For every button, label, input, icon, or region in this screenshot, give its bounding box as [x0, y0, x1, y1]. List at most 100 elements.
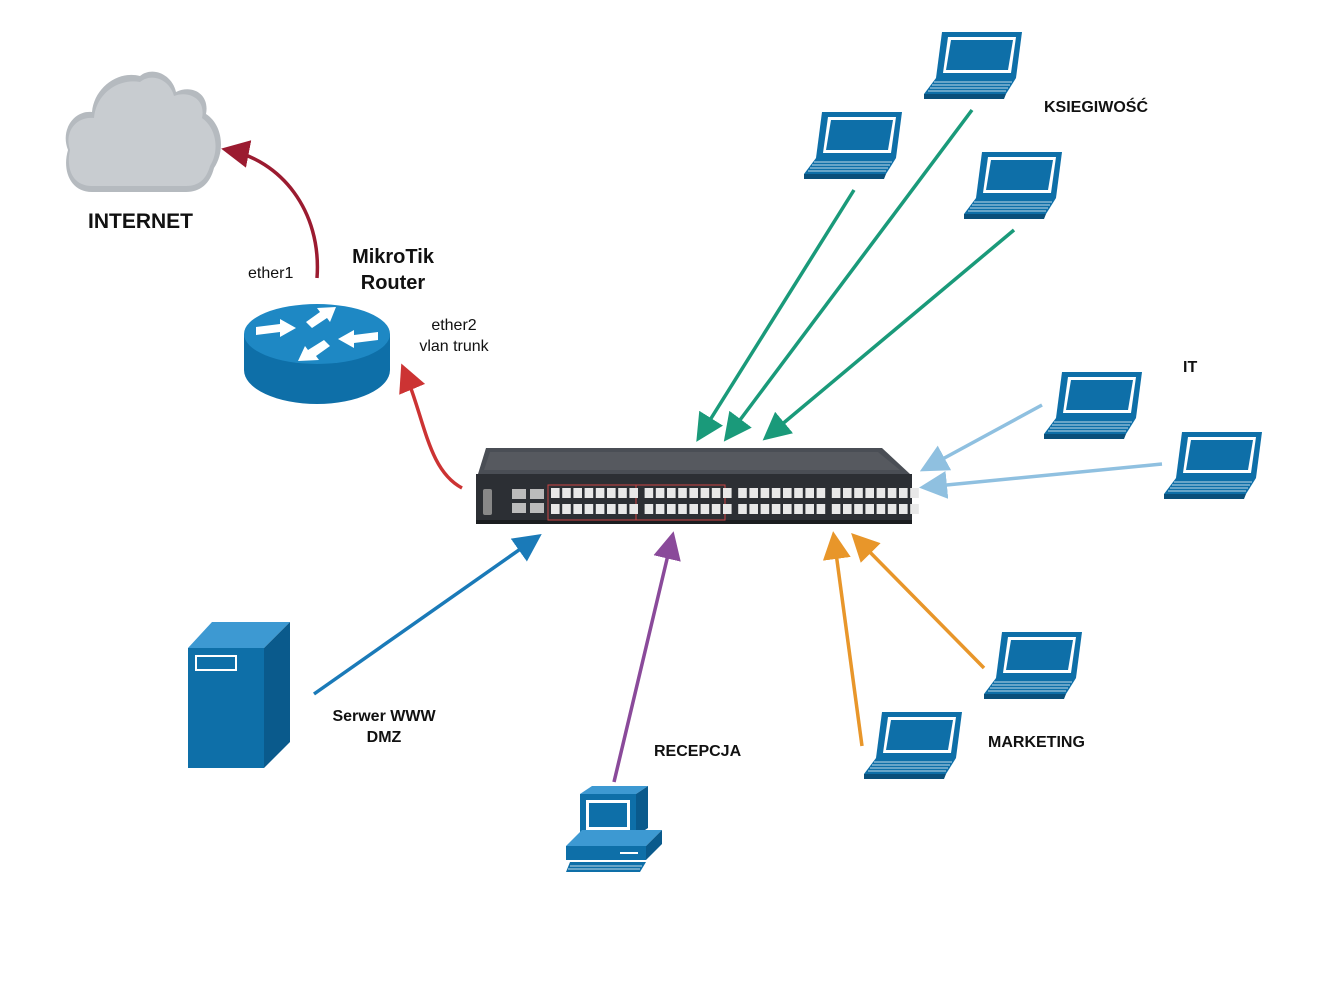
switch-port — [562, 488, 571, 498]
ksiegowosc-link-arrow — [696, 189, 856, 442]
switch-port — [667, 488, 676, 498]
switch-port — [607, 488, 616, 498]
switch-port — [843, 488, 852, 498]
switch-port — [723, 504, 732, 514]
internet-link-arrow — [221, 140, 320, 279]
switch-icon — [476, 448, 919, 524]
switch-port — [843, 504, 852, 514]
switch-port — [678, 488, 687, 498]
switch-port — [584, 504, 594, 514]
switch-port — [771, 488, 781, 498]
switch-port — [562, 504, 571, 514]
router-title-line2: Router — [360, 272, 426, 294]
switch-port — [760, 504, 770, 514]
server-label-line1: Serwer WWW — [332, 708, 436, 725]
laptop-icon — [804, 111, 903, 180]
it-label: IT — [1183, 359, 1198, 376]
switch-port — [831, 488, 841, 498]
switch-port — [700, 488, 710, 498]
laptop-icon — [864, 711, 963, 780]
recepcja-link-arrow — [612, 531, 681, 783]
switch-port — [655, 504, 665, 514]
cloud-icon — [65, 71, 221, 192]
switch-port — [876, 504, 886, 514]
switch-port — [816, 504, 826, 514]
server-label: Serwer WWW DMZ — [322, 707, 446, 749]
switch-port — [738, 488, 747, 498]
switch-port — [595, 504, 605, 514]
switch-port — [551, 504, 560, 514]
switch-port — [723, 488, 732, 498]
switch-port — [887, 488, 897, 498]
switch-port — [831, 504, 841, 514]
ksiegowosc-link-arrow — [762, 228, 1016, 441]
desktop-pc-icon — [566, 786, 662, 872]
switch-port — [816, 488, 826, 498]
switch-port — [584, 488, 594, 498]
switch-port — [700, 504, 710, 514]
router-icon — [244, 304, 390, 404]
switch-port — [783, 488, 792, 498]
ether1-label: ether1 — [248, 265, 294, 282]
router-title: MikroTik Router — [340, 244, 446, 296]
switch-port — [805, 488, 814, 498]
marketing-label: MARKETING — [988, 734, 1085, 751]
switch-port — [865, 504, 874, 514]
switch-port — [573, 504, 582, 514]
switch-port — [644, 488, 654, 498]
switch-port — [607, 504, 616, 514]
ether2-label: ether2 vlan trunk — [412, 316, 496, 358]
switch-port — [749, 488, 758, 498]
switch-port — [573, 488, 582, 498]
switch-port — [760, 488, 770, 498]
switch-port — [711, 504, 721, 514]
server-icon — [188, 622, 290, 768]
switch-port — [910, 488, 919, 498]
switch-port — [629, 488, 638, 498]
switch-port — [771, 504, 781, 514]
trunk-link-arrow — [399, 363, 463, 490]
laptop-icon — [1164, 431, 1263, 500]
switch-port — [689, 488, 698, 498]
switch-port — [865, 488, 874, 498]
laptop-icon — [984, 631, 1083, 700]
switch-port — [655, 488, 665, 498]
server-label-line2: DMZ — [366, 728, 402, 746]
switch-port — [899, 504, 908, 514]
laptop-icon — [924, 31, 1023, 100]
switch-port — [805, 504, 814, 514]
it-link-arrow — [919, 462, 1163, 499]
switch-port — [876, 488, 886, 498]
switch-port — [595, 488, 605, 498]
switch-port — [854, 504, 863, 514]
switch-port — [689, 504, 698, 514]
it-link-arrow — [919, 403, 1043, 472]
laptop-icon — [964, 151, 1063, 220]
ksiegowosc-label: KSIEGIWOŚĆ — [1044, 99, 1149, 116]
switch-port — [783, 504, 792, 514]
switch-port — [794, 488, 803, 498]
laptop-icon — [1044, 371, 1143, 440]
ether2-label-line2: vlan trunk — [419, 337, 489, 355]
switch-port — [910, 504, 919, 514]
switch-port — [644, 504, 654, 514]
switch-port — [629, 504, 638, 514]
marketing-link-arrow — [851, 533, 986, 670]
switch-port — [749, 504, 758, 514]
switch-port — [618, 488, 627, 498]
switch-port — [667, 504, 676, 514]
switch-port — [854, 488, 863, 498]
switch-port — [899, 488, 908, 498]
switch-port — [887, 504, 897, 514]
switch-port — [794, 504, 803, 514]
switch-port — [551, 488, 560, 498]
ksiegowosc-link-arrow — [723, 108, 974, 442]
switch-port — [678, 504, 687, 514]
server-link-arrow — [312, 533, 542, 696]
internet-label: INTERNET — [88, 210, 193, 233]
switch-port — [618, 504, 627, 514]
ether2-label-line1: ether2 — [431, 317, 477, 334]
switch-port — [738, 504, 747, 514]
switch-port — [711, 488, 721, 498]
